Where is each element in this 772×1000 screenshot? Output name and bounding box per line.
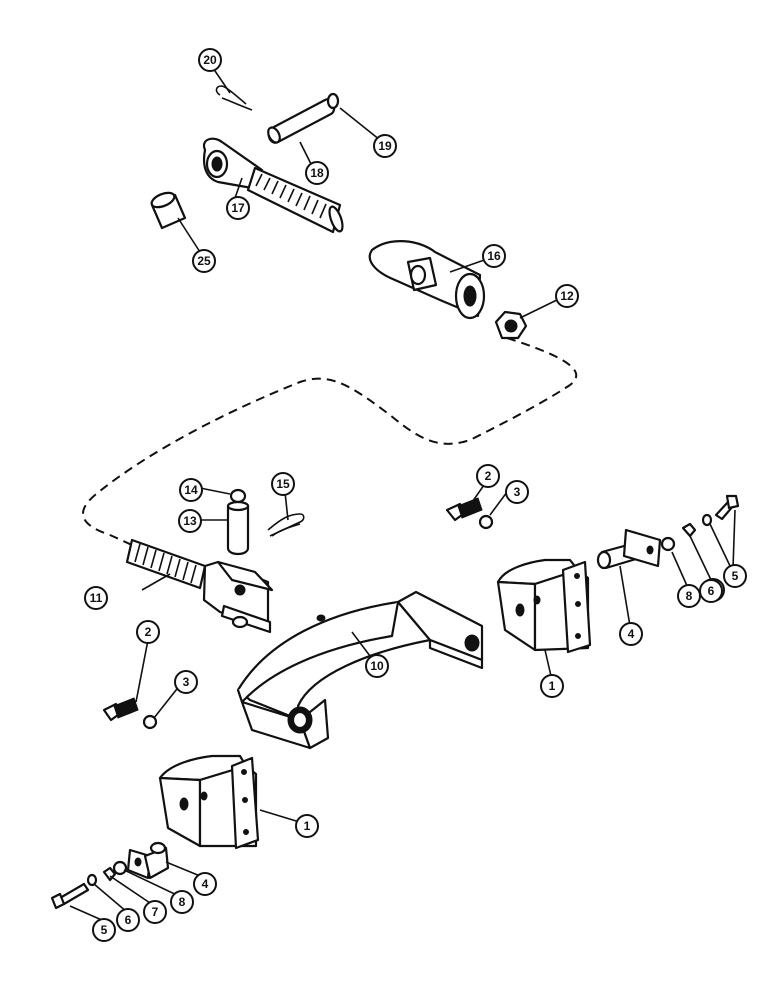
callout-5-left: 5 bbox=[92, 918, 116, 942]
svg-text:18: 18 bbox=[310, 166, 324, 180]
part-pin-13 bbox=[226, 500, 250, 556]
part-pivot-pin-4-left bbox=[126, 841, 170, 880]
callout-5-right: 5 bbox=[723, 564, 747, 588]
part-clevis-11 bbox=[125, 538, 274, 634]
svg-text:12: 12 bbox=[560, 289, 574, 303]
part-washer-3-lower bbox=[142, 714, 158, 730]
svg-text:5: 5 bbox=[732, 569, 739, 583]
part-rod-end-17 bbox=[202, 137, 344, 234]
part-bolt-5-right bbox=[714, 494, 740, 521]
svg-text:15: 15 bbox=[276, 477, 290, 491]
part-bolt-2-lower bbox=[102, 697, 139, 722]
svg-text:13: 13 bbox=[183, 514, 197, 528]
part-snap-ring-14 bbox=[229, 488, 247, 504]
callout-4-left: 4 bbox=[193, 872, 217, 896]
svg-text:14: 14 bbox=[184, 483, 198, 497]
callout-2-lower: 2 bbox=[136, 620, 160, 644]
svg-text:25: 25 bbox=[197, 254, 211, 268]
callout-8-right: 8 bbox=[677, 584, 701, 608]
callout-16: 16 bbox=[482, 244, 506, 268]
part-bolt-2-upper bbox=[445, 497, 483, 522]
leader-lines bbox=[69, 67, 736, 922]
svg-text:16: 16 bbox=[487, 249, 501, 263]
part-washer-6-right bbox=[701, 513, 713, 527]
part-washer-6-left bbox=[86, 873, 98, 887]
callout-17: 17 bbox=[226, 196, 250, 220]
callout-10: 10 bbox=[365, 654, 389, 678]
svg-text:10: 10 bbox=[370, 659, 384, 673]
svg-text:4: 4 bbox=[628, 627, 635, 641]
svg-text:11: 11 bbox=[90, 591, 103, 605]
callout-3-lower: 3 bbox=[174, 670, 198, 694]
part-bracket-1-right bbox=[496, 558, 592, 654]
svg-text:6: 6 bbox=[708, 584, 715, 598]
callout-1-right: 1 bbox=[540, 674, 564, 698]
dashed-assembly-line bbox=[82, 337, 578, 546]
svg-text:2: 2 bbox=[485, 469, 492, 483]
svg-text:8: 8 bbox=[179, 895, 186, 909]
callout-2-upper: 2 bbox=[476, 464, 500, 488]
callout-15: 15 bbox=[271, 472, 295, 496]
svg-text:20: 20 bbox=[203, 53, 217, 67]
svg-text:2: 2 bbox=[145, 625, 152, 639]
callout-8-left: 8 bbox=[170, 890, 194, 914]
callout-19: 19 bbox=[373, 134, 397, 158]
svg-text:1: 1 bbox=[549, 679, 556, 693]
svg-text:8: 8 bbox=[686, 589, 693, 603]
part-washer-3-upper bbox=[478, 514, 494, 530]
callout-11: 11 bbox=[84, 586, 108, 610]
part-spacer-8-left bbox=[112, 860, 128, 876]
svg-text:4: 4 bbox=[202, 877, 209, 891]
svg-text:1: 1 bbox=[304, 819, 311, 833]
part-spacer-8-right bbox=[660, 536, 676, 552]
part-trunnion-16 bbox=[368, 240, 486, 320]
part-nut-7-right bbox=[681, 522, 697, 538]
part-pin-18 bbox=[267, 98, 336, 144]
callout-25: 25 bbox=[192, 249, 216, 273]
callout-20: 20 bbox=[198, 48, 222, 72]
callout-12: 12 bbox=[555, 284, 579, 308]
callout-7-left: 7 bbox=[143, 900, 167, 924]
svg-text:17: 17 bbox=[231, 201, 245, 215]
part-snap-ring-19 bbox=[326, 92, 340, 110]
callout-14: 14 bbox=[179, 478, 203, 502]
svg-text:6: 6 bbox=[125, 913, 132, 927]
part-bracket-1-left bbox=[158, 754, 260, 850]
part-cotter-pin-20 bbox=[215, 85, 253, 111]
part-nut-12 bbox=[494, 310, 528, 340]
svg-text:7: 7 bbox=[152, 905, 159, 919]
part-support-10 bbox=[236, 590, 484, 750]
part-pivot-pin-4-right bbox=[596, 528, 662, 570]
callout-6-left: 6 bbox=[116, 908, 140, 932]
part-bolt-5-left bbox=[50, 882, 90, 910]
part-cotter-pin-15 bbox=[267, 513, 305, 537]
callout-4-right: 4 bbox=[619, 622, 643, 646]
callout-6-right-circle: 6 bbox=[699, 579, 723, 603]
callout-1-left: 1 bbox=[295, 814, 319, 838]
svg-text:5: 5 bbox=[101, 923, 108, 937]
callout-13: 13 bbox=[178, 509, 202, 533]
svg-text:3: 3 bbox=[183, 675, 190, 689]
svg-text:3: 3 bbox=[514, 485, 521, 499]
callout-18: 18 bbox=[305, 161, 329, 185]
callout-3-upper: 3 bbox=[505, 480, 529, 504]
part-bushing-25 bbox=[150, 191, 187, 230]
svg-text:19: 19 bbox=[378, 139, 392, 153]
